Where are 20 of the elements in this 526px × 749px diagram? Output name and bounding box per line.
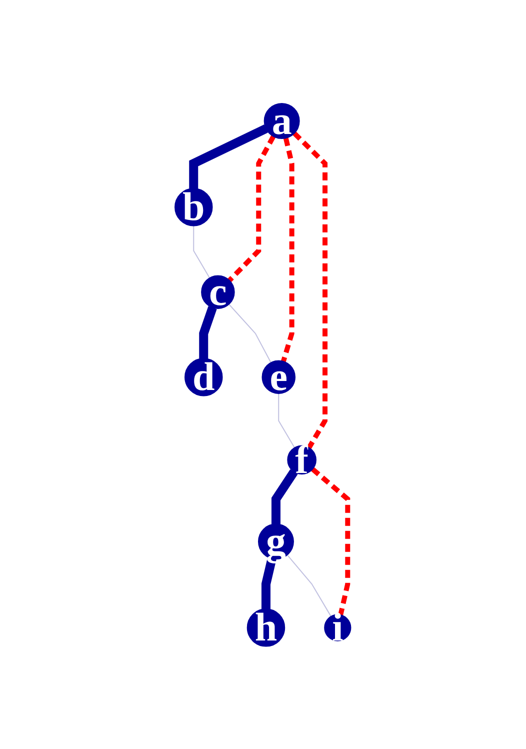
- connector: [199, 306, 217, 359]
- node-circle: d: [184, 358, 223, 396]
- connector: [311, 467, 350, 616]
- connector: [292, 132, 328, 450]
- connector: [278, 393, 296, 448]
- node-circle: f: [287, 445, 317, 475]
- connector: [189, 124, 268, 189]
- connector: [228, 135, 276, 282]
- node-circle: e: [262, 360, 296, 394]
- node-circle: c: [201, 275, 235, 310]
- node-circle: h: [247, 608, 286, 647]
- connector: [281, 138, 294, 362]
- connector: [286, 554, 332, 618]
- node-circle: b: [174, 188, 213, 226]
- connector: [272, 469, 298, 524]
- connector: [262, 558, 276, 610]
- node-circle: i: [324, 614, 352, 642]
- connector: [228, 304, 272, 364]
- node-circle: a: [264, 103, 300, 140]
- connector: [193, 225, 210, 279]
